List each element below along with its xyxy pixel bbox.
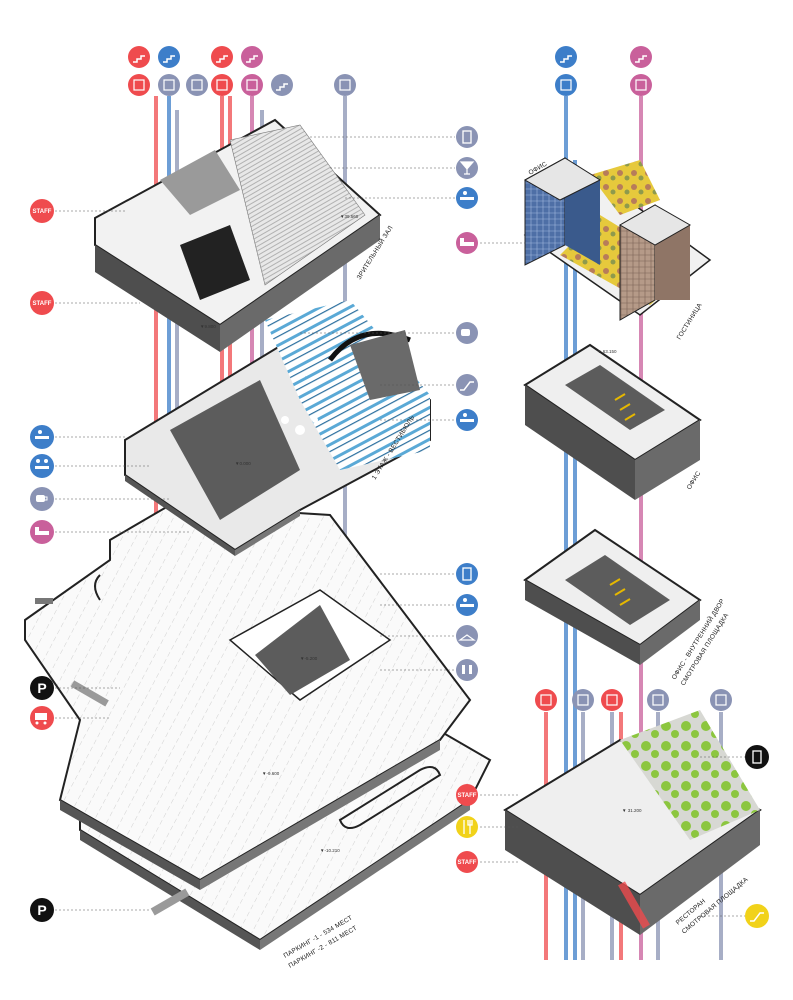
- auditorium-level: [94, 118, 382, 352]
- stair-icon: [555, 46, 577, 68]
- bed-icon: [456, 232, 478, 254]
- coffee-cup-icon: [30, 487, 54, 511]
- restroom-door-icon: [456, 563, 478, 585]
- parking-level-1: [24, 503, 472, 890]
- fork-knife-icon: [456, 816, 478, 838]
- desk-icon: [456, 187, 478, 209]
- level-mark: ▼ 63.150: [597, 349, 617, 354]
- stair-icon: [271, 74, 293, 96]
- stair-icon: [630, 46, 652, 68]
- leader-lines: [55, 136, 745, 917]
- office-hotel-towers: [523, 157, 712, 321]
- staff-badge-4: STAFF: [456, 851, 478, 873]
- elevator-icon: [211, 74, 233, 96]
- left-vertical-icons: [128, 46, 356, 96]
- restroom-door-icon: [456, 126, 478, 148]
- parking-badge-2: P: [30, 898, 54, 922]
- stair-icon: [241, 46, 263, 68]
- elevator-icon: [572, 689, 594, 711]
- right-vertical-icons: [555, 46, 652, 96]
- atrium-stripe-floor: [265, 300, 430, 470]
- svg-text:STAFF: STAFF: [458, 860, 477, 866]
- cocktail-icon: [456, 157, 478, 179]
- desk-icon: [456, 594, 478, 616]
- staff-badge-2: STAFF: [30, 291, 54, 315]
- cart-icon: [30, 706, 54, 730]
- level-mark: ▼-9.600: [262, 771, 280, 776]
- bed-icon: [30, 520, 54, 544]
- lobby-level: [124, 300, 431, 556]
- level-mark: ▼0.000: [235, 461, 251, 466]
- elevator-icon: [186, 74, 208, 96]
- elevator-icon: [535, 689, 557, 711]
- office-courtyard-level: [523, 528, 702, 665]
- staff-badge-1: STAFF: [30, 199, 54, 223]
- elevator-icon: [630, 74, 652, 96]
- svg-text:STAFF: STAFF: [33, 301, 52, 307]
- restaurant-level: [503, 710, 762, 935]
- elevator-icon: [647, 689, 669, 711]
- svg-text:P: P: [37, 680, 46, 696]
- svg-text:P: P: [37, 902, 46, 918]
- elevator-icon: [241, 74, 263, 96]
- stair-icon: [211, 46, 233, 68]
- office-mid-label: ОФИС: [686, 470, 703, 491]
- level-mark: ▼-5.200: [300, 656, 318, 661]
- level-mark: ▼9.800: [200, 324, 216, 329]
- svg-text:STAFF: STAFF: [33, 209, 52, 215]
- escalator-icon: [745, 904, 769, 928]
- elevator-icon: [555, 74, 577, 96]
- staff-badge-3: STAFF: [456, 784, 478, 806]
- meeting-icon: [30, 454, 54, 478]
- elevator-icon: [334, 74, 356, 96]
- escalator-icon: [456, 374, 478, 396]
- elevator-icon: [601, 689, 623, 711]
- coffee-cup-icon: [456, 322, 478, 344]
- level-mark: ▼-10.210: [320, 848, 340, 853]
- svg-text:STAFF: STAFF: [458, 793, 477, 799]
- hanger-icon: [456, 625, 478, 647]
- restroom-door-icon: [745, 745, 769, 769]
- parking-badge-1: P: [30, 676, 54, 700]
- level-mark: ▼ 31.200: [622, 808, 642, 813]
- desk-icon: [30, 425, 54, 449]
- elevator-icon: [128, 74, 150, 96]
- restroom-people-icon: [456, 659, 478, 681]
- level-mark: ▼39.560: [340, 214, 359, 219]
- office-level: [523, 343, 702, 500]
- elevator-icon: [158, 74, 180, 96]
- hotel-label: ГОСТИНИЦА: [676, 302, 704, 341]
- desk-icon: [456, 409, 478, 431]
- stair-icon: [158, 46, 180, 68]
- elevator-icon: [710, 689, 732, 711]
- stair-icon: [128, 46, 150, 68]
